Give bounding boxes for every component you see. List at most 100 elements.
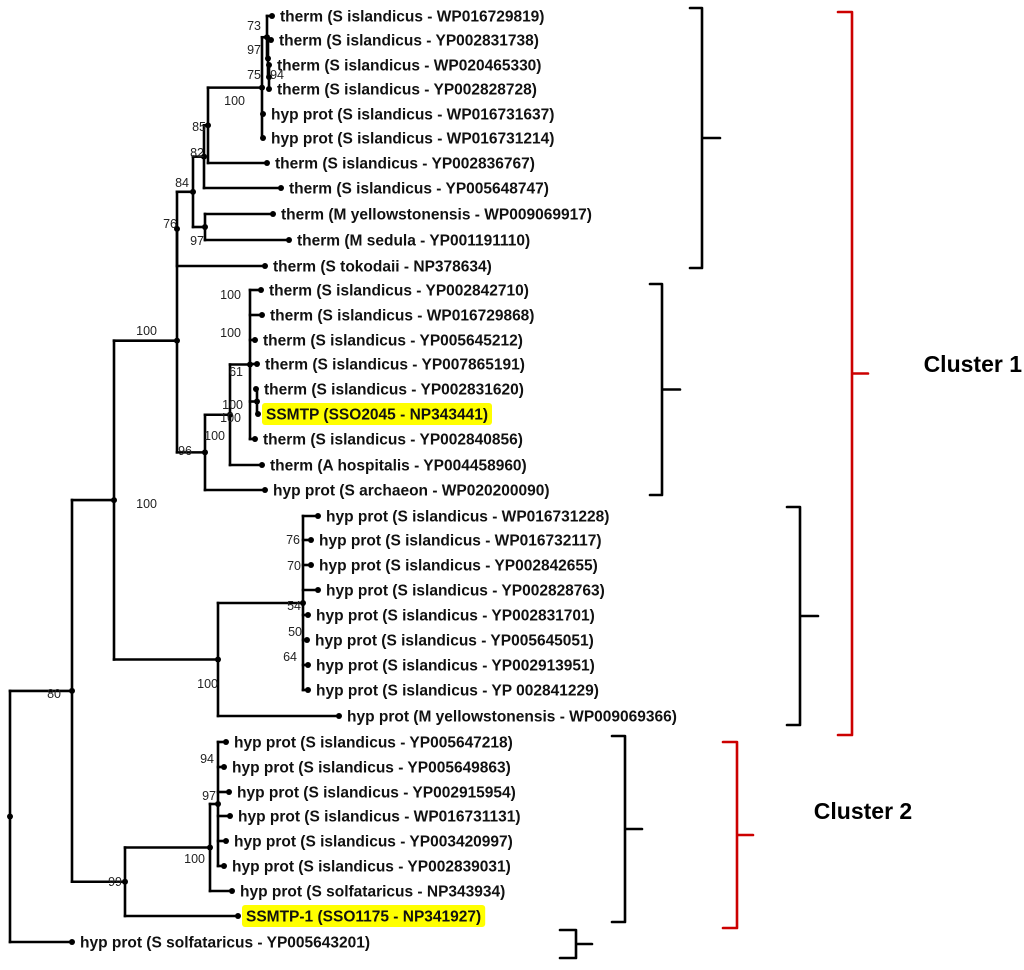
node-dot-11 xyxy=(266,74,272,80)
leaf-label: therm (S islandicus - YP002840856) xyxy=(263,432,523,449)
node-dot-4 xyxy=(174,225,180,232)
node-dot-5 xyxy=(190,188,196,195)
bootstrap-value: 50 xyxy=(288,625,302,639)
node-dot-35 xyxy=(252,337,258,343)
node-dot-47 xyxy=(304,637,310,643)
leaf-label: hyp prot (S islandicus - YP005645051) xyxy=(315,633,594,650)
leaf-highlights xyxy=(242,403,492,927)
leaf-label: therm (S islandicus - YP002842710) xyxy=(269,283,529,300)
cluster-1-label: Cluster 1 xyxy=(924,351,1023,377)
leaf-label: therm (S islandicus - YP002831738) xyxy=(279,33,539,50)
node-dot-33 xyxy=(258,287,264,293)
leaf-label: hyp prot (S islandicus - YP002915954) xyxy=(237,785,516,802)
bootstrap-value: 75 xyxy=(247,68,261,82)
node-dot-49 xyxy=(305,687,311,693)
node-dot-27 xyxy=(260,135,266,141)
node-dot-0 xyxy=(7,813,13,820)
leaf-highlight xyxy=(262,403,492,425)
node-dot-36 xyxy=(254,361,260,367)
bootstrap-value: 96 xyxy=(178,444,192,458)
node-dot-12 xyxy=(202,224,208,230)
leaf-label: hyp prot (S islandicus - YP005649863) xyxy=(232,760,511,777)
tree-branches xyxy=(7,13,342,945)
node-dot-38 xyxy=(255,411,261,417)
node-dot-18 xyxy=(300,600,306,606)
node-dot-37 xyxy=(253,386,259,392)
node-dot-59 xyxy=(69,939,75,945)
node-dot-53 xyxy=(226,789,232,795)
leaf-label: hyp prot (M yellowstonensis - WP00906936… xyxy=(347,709,677,726)
node-dot-17 xyxy=(215,656,221,663)
leaf-label: therm (S islandicus - YP005648747) xyxy=(289,181,549,198)
leaf-label: therm (S islandicus - YP005645212) xyxy=(263,333,523,350)
bootstrap-value: 99 xyxy=(108,875,122,889)
leaf-label: SSMTP-1 (SSO1175 - NP341927) xyxy=(246,909,481,926)
node-dot-23 xyxy=(268,37,274,43)
bootstrap-value: 100 xyxy=(220,411,241,425)
node-dot-19 xyxy=(122,878,128,885)
bootstrap-value: 100 xyxy=(136,324,157,338)
leaf-label: hyp prot (S islandicus - WP016731214) xyxy=(271,131,554,148)
node-dot-42 xyxy=(315,513,321,519)
bootstrap-value: 85 xyxy=(192,120,206,134)
bootstrap-value: 100 xyxy=(220,326,241,340)
node-dot-43 xyxy=(308,537,314,543)
node-dot-16 xyxy=(254,398,260,405)
node-dot-21 xyxy=(215,801,221,807)
node-dot-44 xyxy=(308,562,314,568)
node-dot-40 xyxy=(259,462,265,468)
node-dot-54 xyxy=(227,813,233,819)
leaf-label: therm (S islandicus - WP020465330) xyxy=(277,58,541,75)
leaf-label: hyp prot (S islandicus - YP002842655) xyxy=(319,558,598,575)
node-dot-50 xyxy=(336,713,342,719)
node-dot-56 xyxy=(221,863,227,869)
bootstrap-value: 100 xyxy=(204,429,225,443)
bootstrap-value: 97 xyxy=(190,234,204,248)
leaf-label: therm (S islandicus - YP007865191) xyxy=(265,357,525,374)
node-dot-3 xyxy=(174,337,180,344)
leaf-label: hyp prot (S islandicus - YP003420997) xyxy=(234,834,513,851)
bootstrap-value: 76 xyxy=(163,217,177,231)
bootstrap-value: 82 xyxy=(190,146,204,160)
clade-braces xyxy=(558,6,870,960)
bootstrap-value: 100 xyxy=(136,497,157,511)
bootstrap-value: 100 xyxy=(184,852,205,866)
node-dot-34 xyxy=(259,312,265,318)
leaf-label: therm (S islandicus - WP016729819) xyxy=(280,9,544,26)
leaf-label: hyp prot (S islandicus - YP002839031) xyxy=(232,859,511,876)
node-dot-41 xyxy=(262,487,268,493)
node-dot-48 xyxy=(305,662,311,668)
bootstrap-value: 100 xyxy=(197,677,218,691)
leaf-label: hyp prot (S islandicus - YP002828763) xyxy=(326,583,605,600)
node-dot-51 xyxy=(223,739,229,745)
bootstrap-value: 94 xyxy=(270,68,284,82)
node-dot-7 xyxy=(205,122,211,129)
node-dot-28 xyxy=(264,160,270,166)
leaf-label: therm (M sedula - YP001191110) xyxy=(297,233,530,250)
node-dot-22 xyxy=(269,13,275,19)
node-dot-31 xyxy=(286,237,292,243)
bootstrap-value: 61 xyxy=(229,365,243,379)
bootstrap-value: 97 xyxy=(247,43,261,57)
node-dot-57 xyxy=(229,888,235,894)
node-dot-46 xyxy=(305,612,311,618)
clade-brace xyxy=(688,6,722,270)
node-dot-52 xyxy=(221,764,227,770)
clade-brace xyxy=(558,928,594,960)
bootstrap-value: 64 xyxy=(283,650,297,664)
leaf-label: SSMTP (SSO2045 - NP343441) xyxy=(266,407,488,424)
node-dot-10 xyxy=(265,55,271,62)
node-dot-13 xyxy=(202,449,208,456)
leaf-label: hyp prot (S islandicus - YP002913951) xyxy=(316,658,595,675)
leaf-label: therm (S islandicus - YP002831620) xyxy=(264,382,524,399)
cluster-2-brace xyxy=(721,740,755,930)
clade-brace xyxy=(648,282,682,497)
bootstrap-value: 80 xyxy=(47,687,61,701)
node-dot-2 xyxy=(111,497,117,504)
leaf-highlight xyxy=(242,905,486,927)
leaf-label: hyp prot (S archaeon - WP020200090) xyxy=(273,483,550,500)
clade-brace xyxy=(610,734,644,924)
cluster-labels: Cluster 1 Cluster 2 xyxy=(814,351,1022,824)
node-dot-26 xyxy=(260,111,266,117)
